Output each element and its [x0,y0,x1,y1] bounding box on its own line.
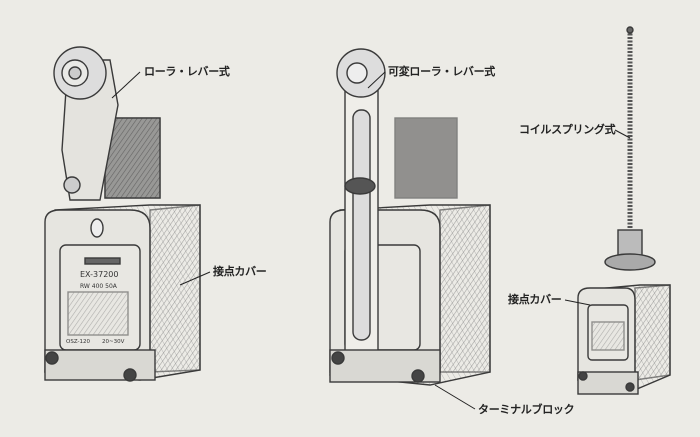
nameplate-rating: RW 400 50A [80,283,118,290]
nameplate-model: EX-37200 [80,270,118,279]
label-contact-cover: 接点カバー [213,265,267,278]
label-contact-cover-2: 接点カバー [508,293,562,306]
nameplate-code: OSZ-120 [66,339,90,345]
adjustable-roller-lever-switch [329,48,491,386]
label-roller-lever: ローラ・レバー式 [144,65,230,78]
label-adjustable-roller-lever: 可変ローラ・レバー式 [388,65,495,78]
label-terminal-block: ターミナルブロック [478,403,575,416]
label-coil-spring: コイルスプリング式 [519,123,616,136]
nameplate-voltage: 20~30V [102,339,125,345]
coil-spring-switch [577,26,671,395]
terminal-block [44,349,156,381]
roller-lever-switch: EX-37200 RW 400 50A OSZ-120 20~30V [44,46,201,382]
